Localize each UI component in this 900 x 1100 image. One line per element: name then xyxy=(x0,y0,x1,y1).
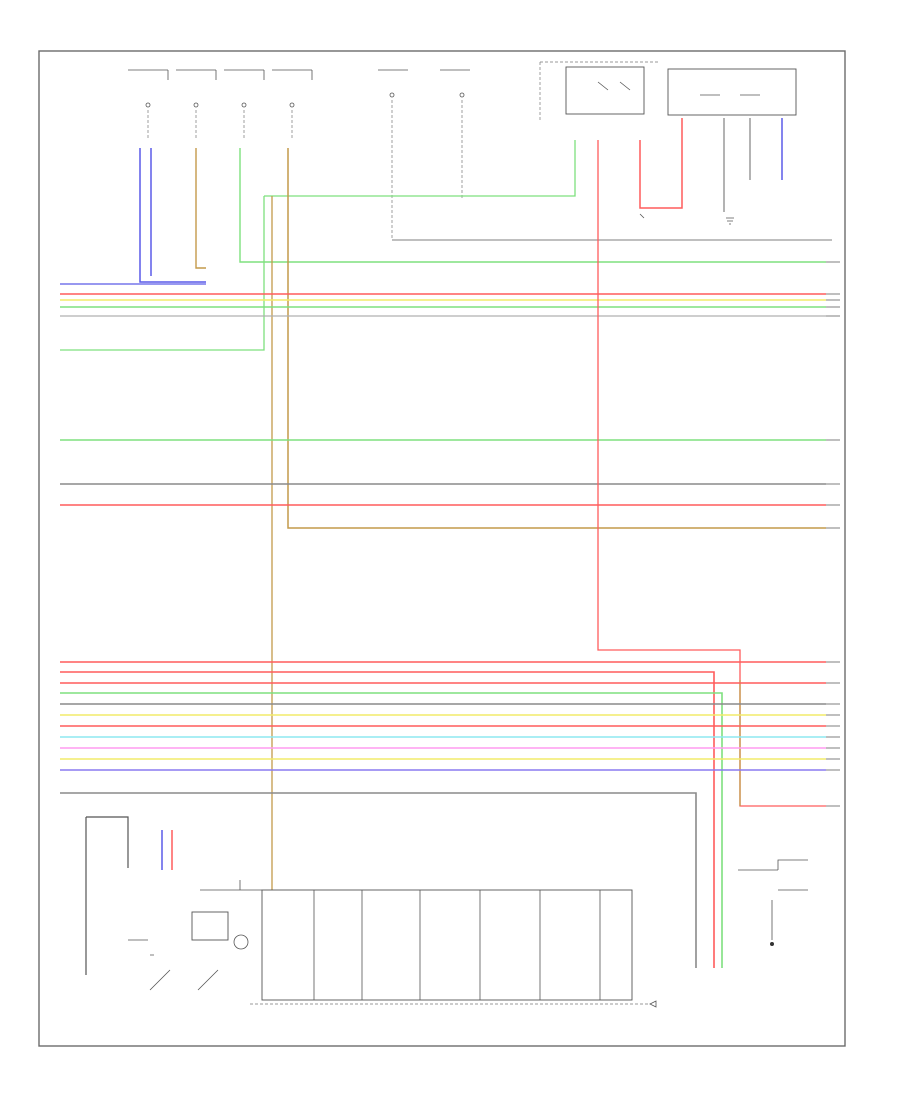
module-box-top-right xyxy=(667,68,797,116)
wire-blue-feed xyxy=(139,148,206,283)
gauge-icon xyxy=(233,934,249,950)
sensor-assembly xyxy=(128,911,249,991)
wire-red-relay xyxy=(639,118,683,209)
top-left-fuse-group xyxy=(128,69,313,140)
diagram-frame xyxy=(38,50,846,1047)
wire-red-low-2 xyxy=(60,671,715,968)
sensor-right xyxy=(738,859,808,946)
wire-green-drop xyxy=(60,196,265,351)
switch-assembly xyxy=(539,61,660,122)
wire-green-top-run xyxy=(264,140,576,197)
right-terminals xyxy=(826,261,840,807)
wire-green-low xyxy=(60,692,723,968)
wire-green-feed xyxy=(239,148,826,263)
wire-bundle xyxy=(60,118,826,975)
fuse-icon xyxy=(145,102,295,108)
wire-tan-long xyxy=(287,148,826,529)
ground-icon xyxy=(639,213,734,225)
wire-red-long xyxy=(597,140,826,807)
ecu-module xyxy=(200,880,657,1008)
wire-tan-feed xyxy=(195,148,206,269)
top-middle-fuse-group xyxy=(378,69,832,241)
wire-gray-bottom xyxy=(86,816,129,868)
wire-gray-low-2 xyxy=(60,792,697,968)
